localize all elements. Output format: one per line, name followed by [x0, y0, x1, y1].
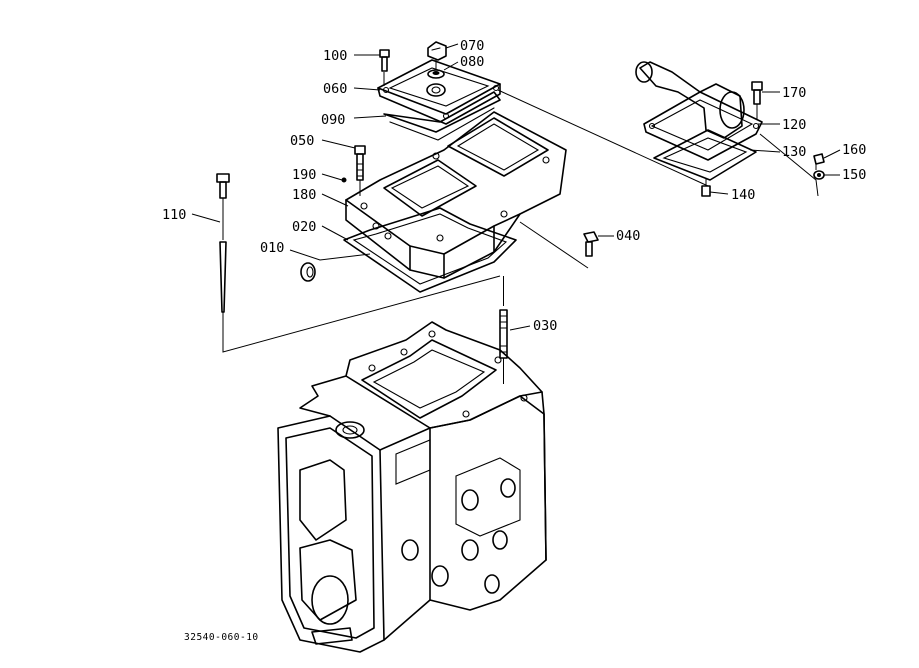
transmission-case [277, 321, 547, 653]
label-070: 070 [460, 38, 484, 54]
label-060: 060 [323, 81, 347, 97]
label-040: 040 [616, 228, 640, 244]
drawing-code: 32540-060-10 [184, 632, 259, 643]
nut-160 [813, 153, 825, 165]
label-050: 050 [290, 133, 314, 149]
label-080: 080 [460, 54, 484, 70]
label-leaders [191, 43, 841, 331]
label-140: 140 [731, 187, 755, 203]
label-010: 010 [260, 240, 284, 256]
plug-010 [300, 262, 316, 282]
label-190: 190 [292, 167, 316, 183]
label-170: 170 [782, 85, 806, 101]
label-030: 030 [533, 318, 557, 334]
washer-150 [813, 170, 825, 180]
dipstick-110 [216, 173, 230, 313]
housing-180 [345, 111, 567, 279]
assembly-lines [222, 60, 819, 353]
stud-030 [499, 276, 508, 384]
plug-070 [427, 41, 447, 61]
label-150: 150 [842, 167, 866, 183]
bolt-050 [354, 145, 366, 181]
label-160: 160 [842, 142, 866, 158]
label-120: 120 [782, 117, 806, 133]
gasket-130 [653, 129, 757, 181]
gasket-090 [383, 91, 501, 141]
label-180: 180 [292, 187, 316, 203]
label-090: 090 [321, 112, 345, 128]
bolt-040 [583, 231, 599, 257]
dowel-190 [341, 177, 347, 183]
label-110: 110 [162, 207, 186, 223]
part-labels: 100 070 080 060 090 050 190 180 110 020 … [162, 38, 866, 334]
label-020: 020 [292, 219, 316, 235]
bolt-100 [379, 49, 390, 72]
pin-140 [701, 185, 711, 197]
bolt-170 [751, 81, 763, 105]
outlet-cover-120 [635, 61, 763, 161]
cover-060 [377, 59, 501, 125]
label-130: 130 [782, 144, 806, 160]
label-100: 100 [323, 48, 347, 64]
washer-080 [427, 69, 445, 79]
